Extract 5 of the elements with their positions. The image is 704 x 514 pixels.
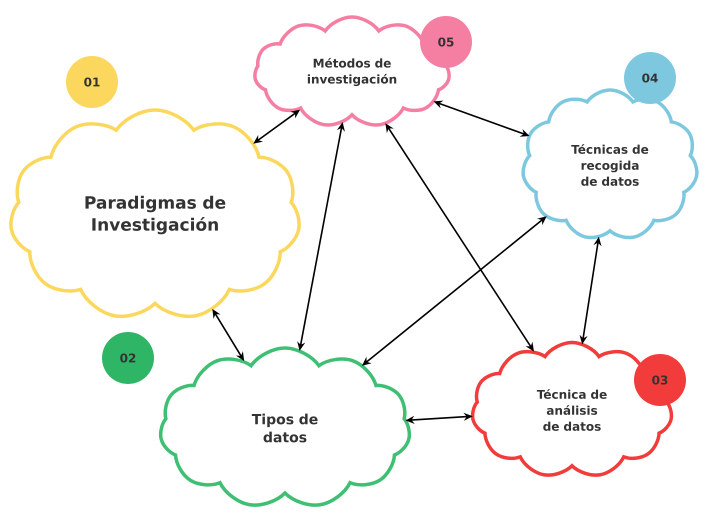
number-badge: 04 <box>624 52 676 104</box>
number-badge: 01 <box>66 56 118 108</box>
number-badge: 03 <box>634 354 686 406</box>
number-badge: 02 <box>102 332 154 384</box>
number-badge: 05 <box>420 16 472 68</box>
